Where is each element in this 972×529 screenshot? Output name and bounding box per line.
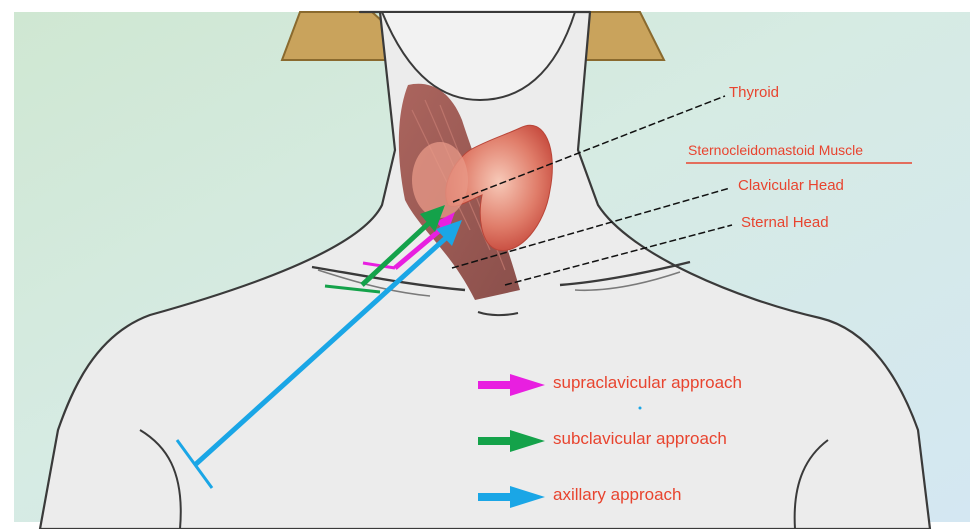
legend-supraclavicular-label: supraclavicular approach xyxy=(553,373,742,393)
thyroid-left-lobe xyxy=(412,142,468,218)
label-sternocleidomastoid-muscle: Sternocleidomastoid Muscle xyxy=(688,142,863,158)
hair-left xyxy=(282,12,392,60)
legend-subclavicular-label: subclavicular approach xyxy=(553,429,727,449)
legend-axillary-label: axillary approach xyxy=(553,485,682,505)
label-thyroid: Thyroid xyxy=(729,84,779,101)
label-clavicular-head: Clavicular Head xyxy=(738,177,844,194)
label-sternal-head: Sternal Head xyxy=(741,214,829,231)
stray-dot xyxy=(639,407,642,410)
